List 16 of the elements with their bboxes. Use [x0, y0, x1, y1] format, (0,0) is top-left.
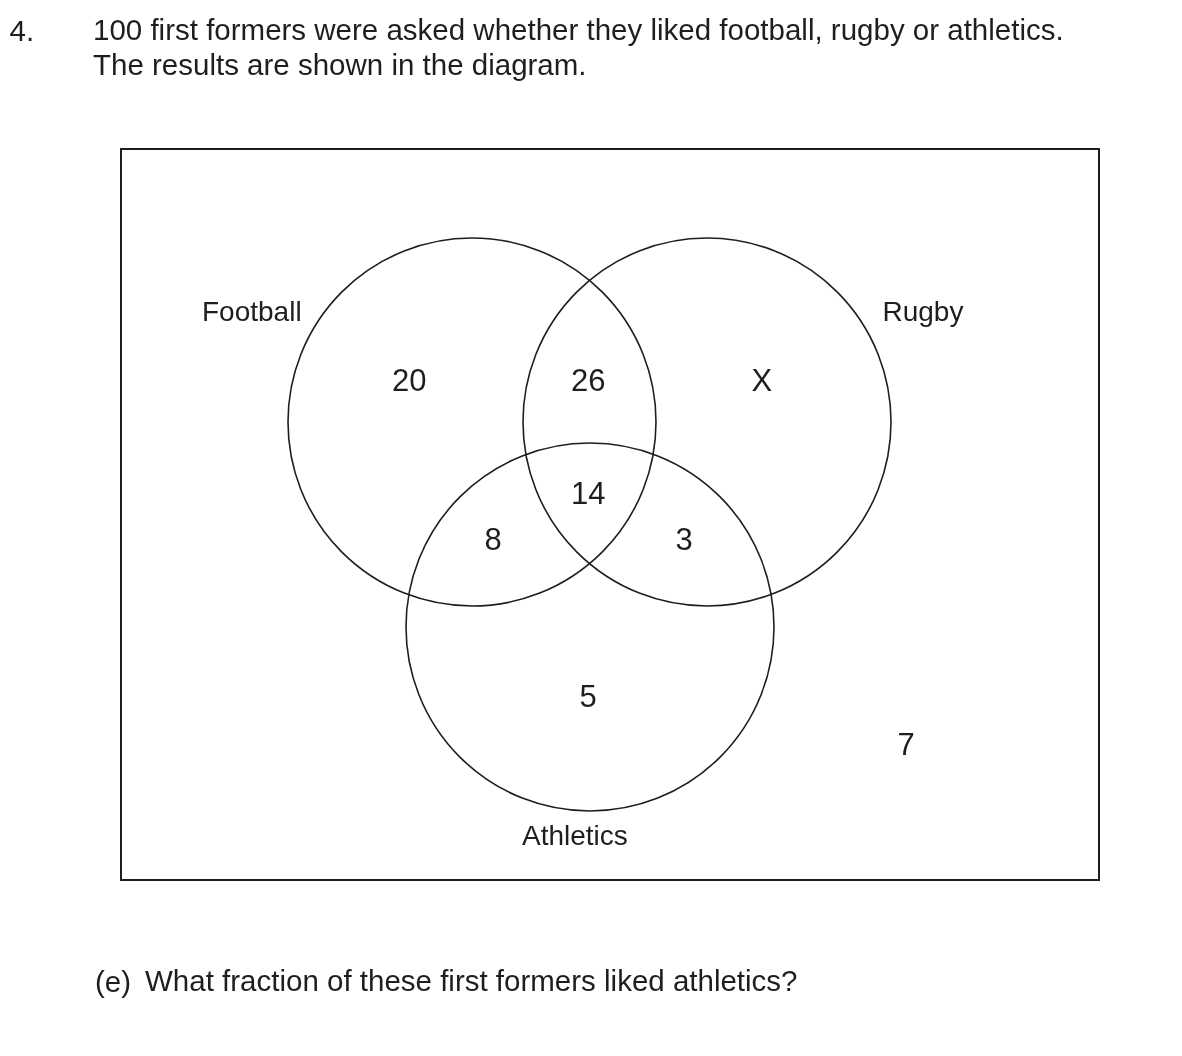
region-count: X	[751, 363, 773, 399]
region-count: 26	[571, 363, 606, 399]
region-count: 20	[392, 363, 427, 399]
question-number: 4.	[9, 14, 35, 48]
region-count: 8	[484, 522, 502, 558]
part-letter: (e)	[95, 965, 132, 999]
question-part: What fraction of these first formers liked athletics?	[145, 964, 798, 998]
region-count: 3	[675, 522, 693, 558]
region-count: 14	[571, 476, 606, 512]
set-label: Rugby	[882, 296, 964, 329]
universal-set-box	[120, 148, 1100, 881]
set-label: Football	[202, 296, 302, 329]
region-count: 5	[579, 679, 597, 715]
question-stem: 100 first formers were asked whether they liked football, rugby or athletics. The results are shown in the diagram.	[93, 12, 1065, 82]
set-label: Athletics	[522, 820, 628, 853]
region-count: 7	[897, 727, 915, 763]
